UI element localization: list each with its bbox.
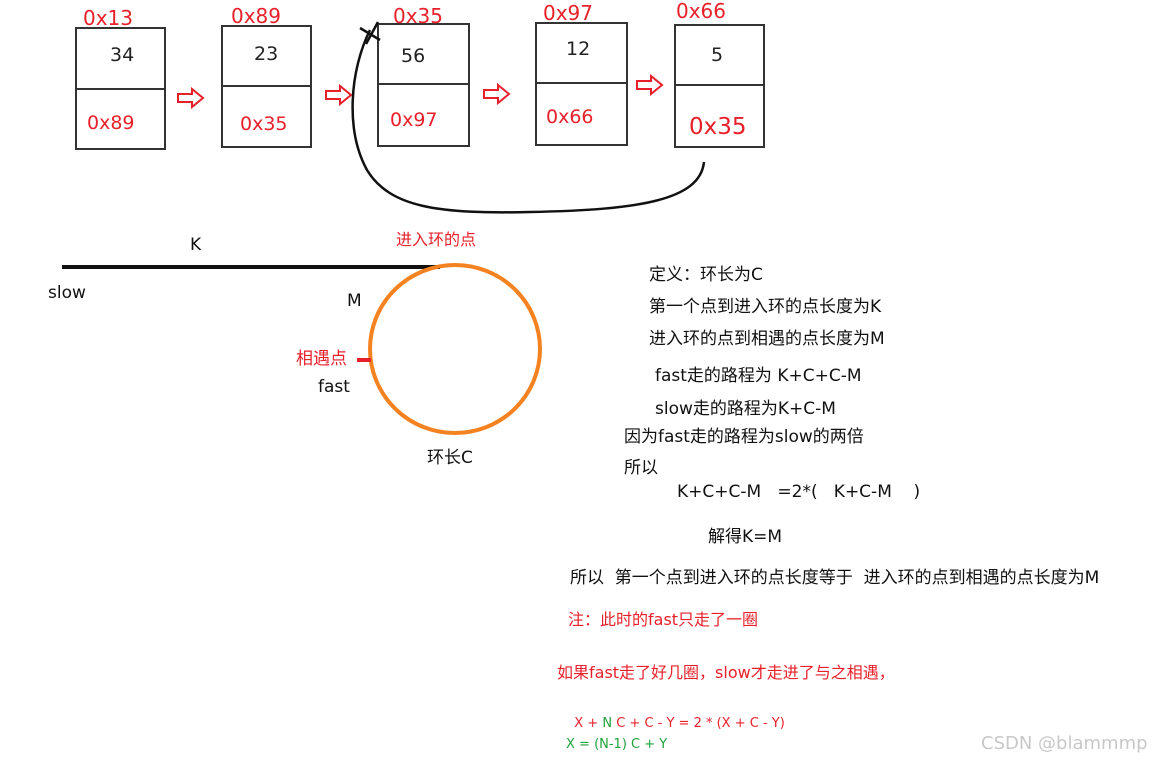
label-fast: fast xyxy=(318,377,350,397)
node-value: 12 xyxy=(566,38,591,60)
explanation-line: slow走的路程为K+C-M xyxy=(655,399,836,419)
node-next-pointer: 0x35 xyxy=(240,113,288,135)
node-address: 0x97 xyxy=(543,1,594,25)
node-box-3 xyxy=(377,23,470,147)
equation: K+C+C-M =2*( K+C-M ) xyxy=(677,482,921,502)
explanation-line: 定义：环长为C xyxy=(649,265,763,285)
label-entry-point: 进入环的点 xyxy=(396,230,477,249)
loop-circle xyxy=(368,263,542,435)
node-address: 0x66 xyxy=(676,0,727,23)
explanation-line: 进入环的点到相遇的点长度为M xyxy=(649,329,885,349)
node-value: 23 xyxy=(254,43,279,65)
loop-arrowhead-icon xyxy=(359,21,381,45)
formula-2: X = (N-1) C + Y xyxy=(566,737,668,752)
label-loop-length: 环长C xyxy=(427,448,473,468)
formula-1: X + N C + C - Y = 2 * (X + C - Y) xyxy=(566,704,785,730)
note: 注：此时的fast只走了一圈 xyxy=(568,610,759,629)
explanation-line: 因为fast走的路程为slow的两倍 xyxy=(624,427,864,447)
arrow-icon xyxy=(325,83,353,107)
label-meet-point: 相遇点 xyxy=(296,349,347,369)
node-next-pointer: 0x66 xyxy=(546,106,594,128)
label-slow: slow xyxy=(48,283,86,303)
explanation-line: 第一个点到进入环的点长度为K xyxy=(649,297,882,317)
watermark: CSDN @blammmp xyxy=(981,733,1148,754)
formula-1-part-b: C + C - Y = 2 * (X + C - Y) xyxy=(612,716,785,731)
node-next-pointer: 0x97 xyxy=(390,109,438,131)
node-value: 5 xyxy=(711,44,724,66)
arrow-icon xyxy=(177,86,205,110)
node-address: 0x89 xyxy=(231,4,282,28)
loop-back-curve xyxy=(351,29,706,214)
node-box-2 xyxy=(221,25,312,148)
formula-1-n: N xyxy=(602,716,613,731)
node-box-4 xyxy=(535,22,628,146)
node-next-pointer: 0x89 xyxy=(87,112,135,134)
explanation-line: 所以 xyxy=(624,458,658,478)
node-box-1 xyxy=(75,27,166,150)
node-box-5 xyxy=(674,24,765,148)
extension-text: 如果fast走了好几圈，slow才走进了与之相遇， xyxy=(557,663,895,682)
label-m: M xyxy=(347,291,362,311)
explanation-line: fast走的路程为 K+C+C-M xyxy=(655,366,862,386)
node-address: 0x35 xyxy=(393,4,444,28)
arrow-icon xyxy=(636,73,664,97)
node-next-pointer: 0x35 xyxy=(689,114,747,140)
node-address: 0x13 xyxy=(83,6,134,30)
arrow-icon xyxy=(483,82,511,106)
node-value: 56 xyxy=(401,45,426,67)
label-k: K xyxy=(190,235,202,255)
formula-1-part-a: X + xyxy=(574,716,603,731)
conclusion: 所以 第一个点到进入环的点长度等于 进入环的点到相遇的点长度为M xyxy=(570,568,1100,588)
result: 解得K=M xyxy=(708,527,783,547)
node-value: 34 xyxy=(110,44,135,66)
